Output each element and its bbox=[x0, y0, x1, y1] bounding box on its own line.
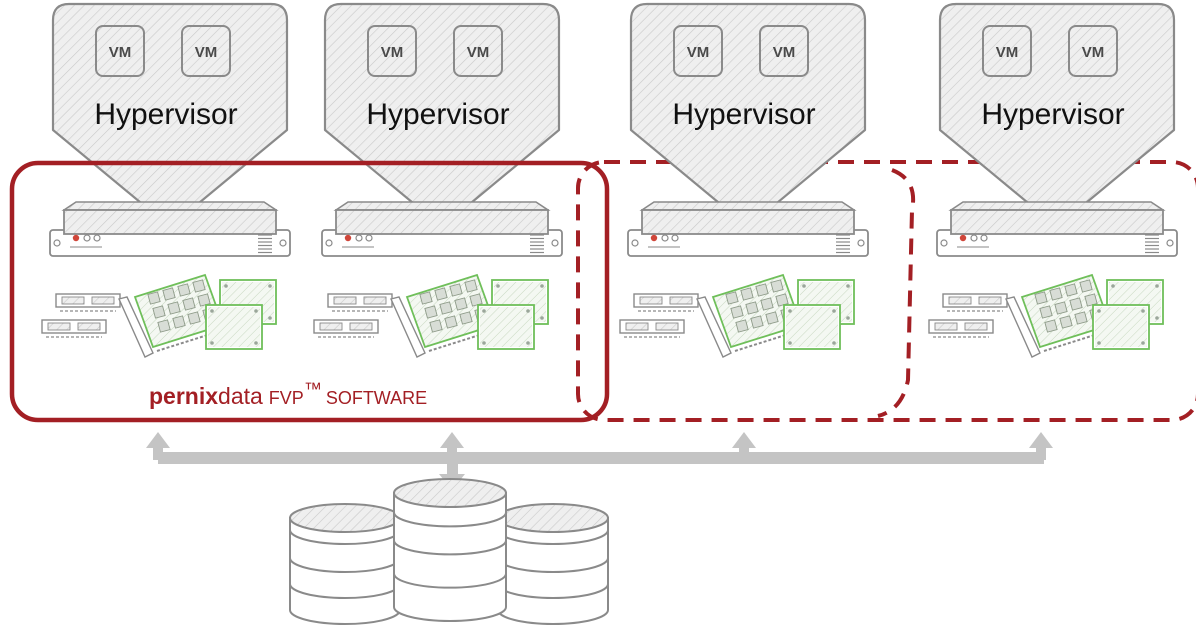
vm-box bbox=[181, 25, 231, 77]
brand-software: SOFTWARE bbox=[326, 388, 427, 408]
hypervisor-label: Hypervisor bbox=[366, 98, 509, 131]
vm-box bbox=[982, 25, 1032, 77]
connector-riser-2 bbox=[447, 444, 457, 460]
datastore-right bbox=[497, 503, 609, 625]
vm-label: VM bbox=[996, 44, 1019, 61]
host-node-1: VM VM Hypervisor bbox=[41, 2, 291, 358]
rack-server bbox=[49, 201, 291, 257]
host-node-3: VM VM Hypervisor bbox=[619, 2, 869, 358]
connector-arrowhead-3 bbox=[732, 432, 756, 448]
vm-label: VM bbox=[687, 44, 710, 61]
ssd-card bbox=[783, 304, 841, 350]
ram-module bbox=[633, 293, 699, 312]
ssd-card bbox=[477, 304, 535, 350]
hypervisor-label: Hypervisor bbox=[981, 98, 1124, 131]
vm-label: VM bbox=[381, 44, 404, 61]
brand-product: FVP bbox=[269, 388, 304, 408]
host-nodes: VM VM Hypervisor VM VM Hypervisor VM VM Hypervis… bbox=[41, 2, 1178, 358]
brand-part-x: x bbox=[205, 383, 218, 409]
ssd-card bbox=[205, 304, 263, 350]
connector-down-stem bbox=[447, 458, 458, 478]
hypervisor-label: Hypervisor bbox=[672, 98, 815, 131]
vm-label: VM bbox=[195, 44, 218, 61]
connector-riser-3 bbox=[739, 444, 749, 460]
shared-storage-datastores bbox=[289, 478, 609, 625]
rack-server bbox=[936, 201, 1178, 257]
connector-arrowhead-1 bbox=[146, 432, 170, 448]
vm-label: VM bbox=[467, 44, 490, 61]
pernixdata-cluster-outline bbox=[9, 160, 610, 423]
vm-box bbox=[1068, 25, 1118, 77]
vm-box bbox=[673, 25, 723, 77]
host-node-4: VM VM Hypervisor bbox=[928, 2, 1178, 358]
brand-part-perni: perni bbox=[149, 383, 205, 409]
vm-label: VM bbox=[109, 44, 132, 61]
datastore-left bbox=[289, 503, 401, 625]
brand-part-data: data bbox=[218, 383, 263, 409]
connector-arrowhead-2 bbox=[440, 432, 464, 448]
rack-server bbox=[321, 201, 563, 257]
ssd-card bbox=[1092, 304, 1150, 350]
vm-box bbox=[95, 25, 145, 77]
cluster-extension-outline bbox=[576, 160, 1196, 422]
datastore-center bbox=[393, 478, 507, 622]
vm-label: VM bbox=[773, 44, 796, 61]
storage-connector-bus bbox=[146, 432, 1053, 490]
connector-riser-4 bbox=[1036, 444, 1046, 460]
rack-server bbox=[627, 201, 869, 257]
vm-label: VM bbox=[1082, 44, 1105, 61]
connector-arrowhead-4 bbox=[1029, 432, 1053, 448]
vm-box bbox=[453, 25, 503, 77]
ram-module bbox=[41, 319, 107, 338]
brand-tm: ™ bbox=[304, 379, 322, 399]
ram-module bbox=[942, 293, 1008, 312]
ram-module bbox=[313, 319, 379, 338]
ram-module bbox=[619, 319, 685, 338]
host-node-2: VM VM Hypervisor bbox=[313, 2, 563, 358]
hypervisor-label: Hypervisor bbox=[94, 98, 237, 131]
ram-module bbox=[928, 319, 994, 338]
cluster-divider bbox=[877, 168, 915, 418]
ram-module bbox=[327, 293, 393, 312]
vm-box bbox=[759, 25, 809, 77]
connector-horizontal bbox=[158, 452, 1044, 464]
ram-module bbox=[55, 293, 121, 312]
connector-riser-1 bbox=[153, 444, 163, 460]
vm-box bbox=[367, 25, 417, 77]
